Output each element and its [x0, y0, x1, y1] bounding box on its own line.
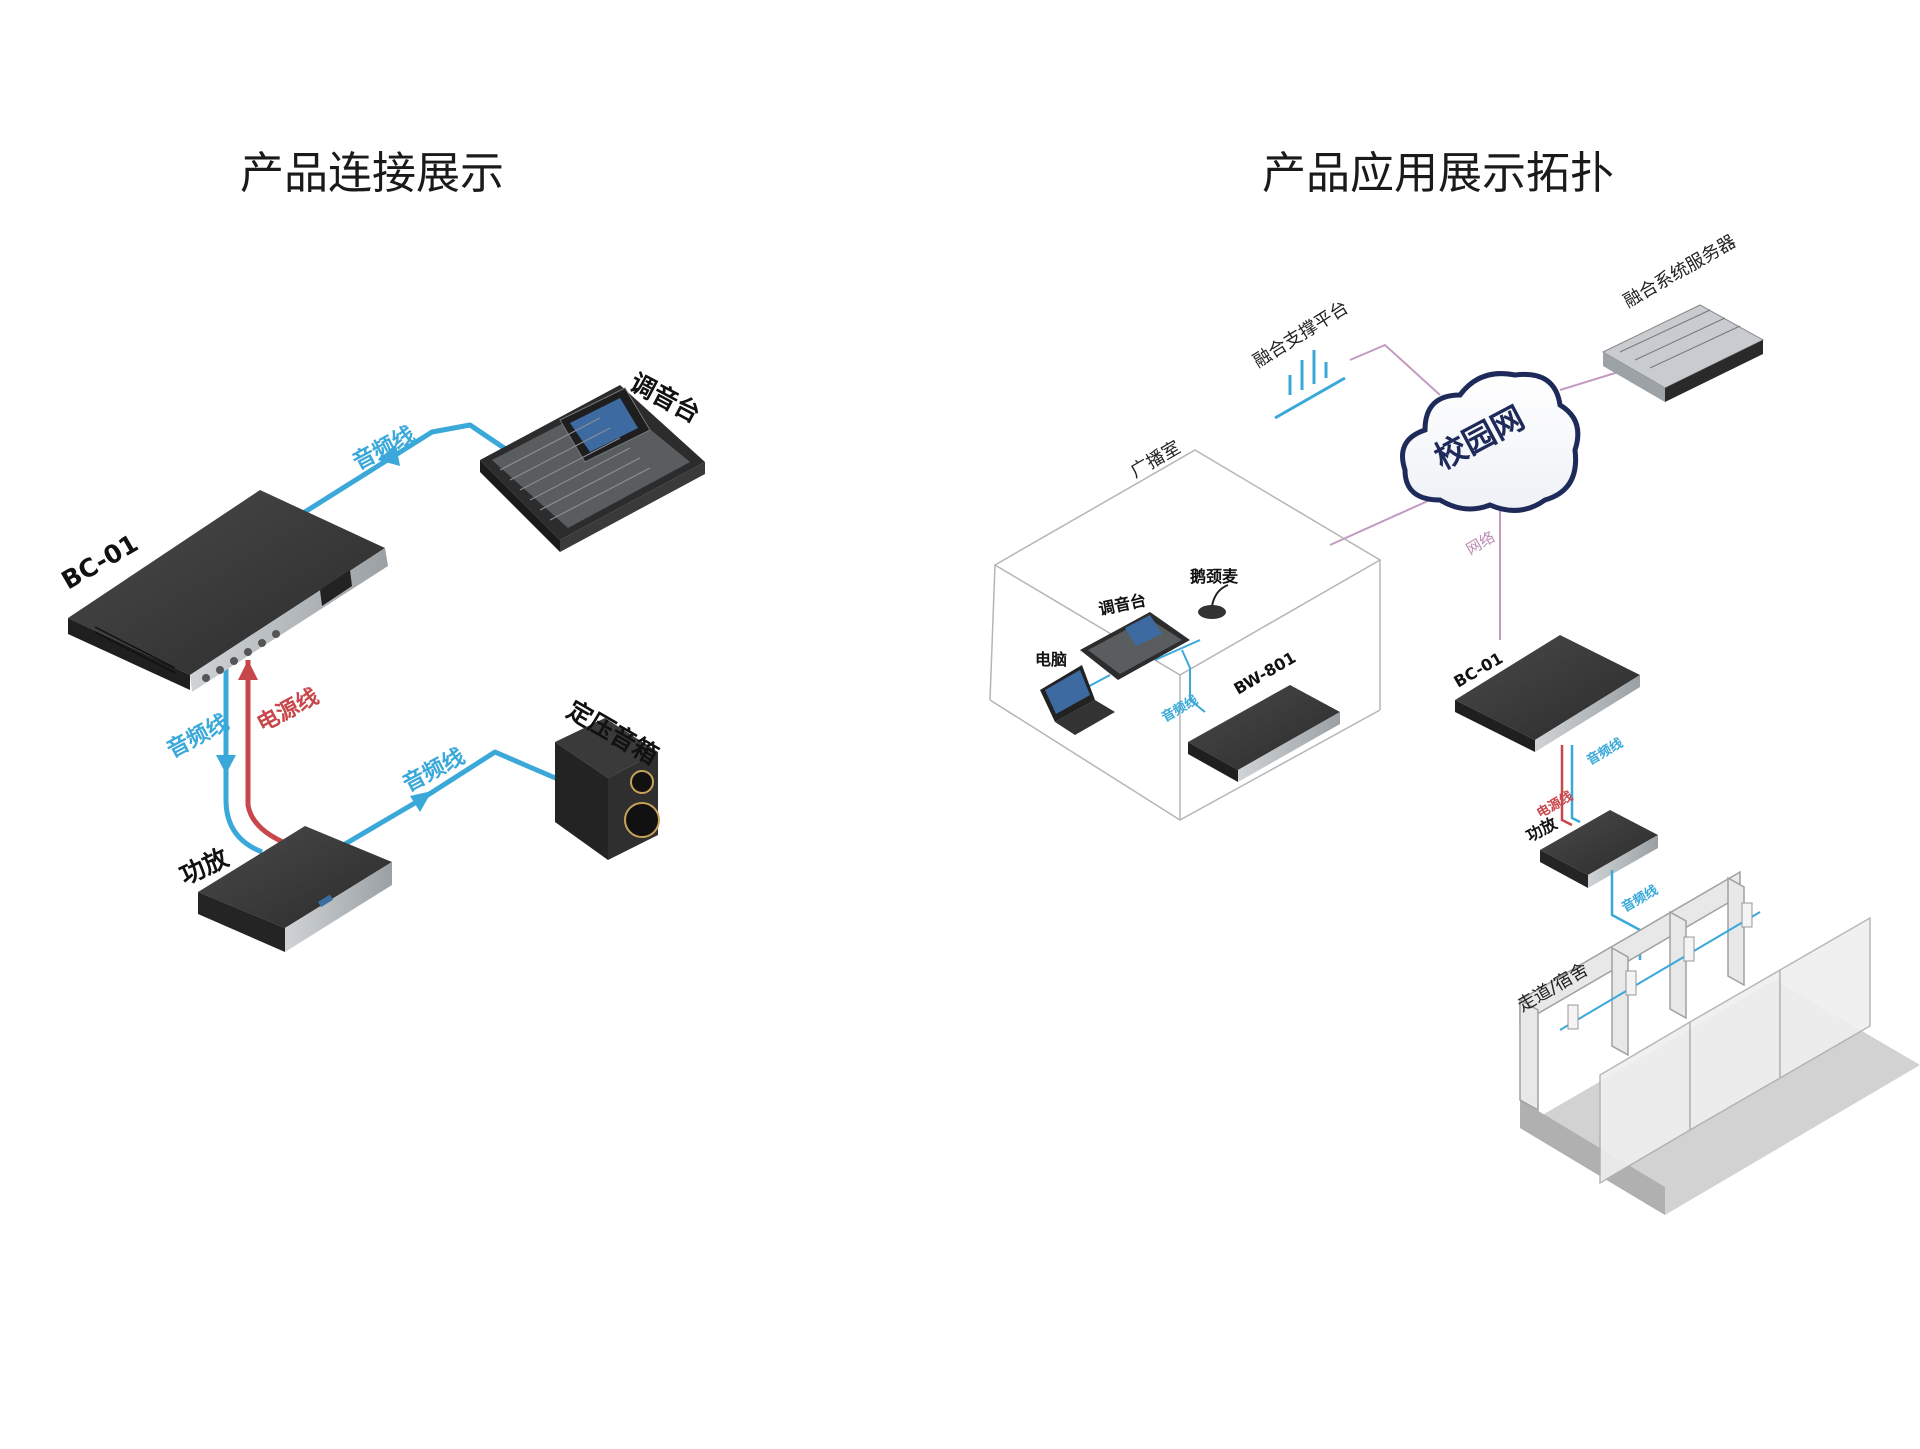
amp-device: 功放 — [175, 826, 392, 952]
power-line — [245, 660, 291, 848]
arrow-up-icon — [238, 660, 258, 680]
computer-device: 电脑 — [1035, 650, 1115, 735]
right-power-line — [1560, 745, 1573, 827]
bc01-right-device: BC-01 — [1451, 635, 1640, 752]
mic-device: 鹅颈麦 — [1190, 567, 1239, 619]
server-label: 融合系统服务器 — [1620, 231, 1740, 312]
bc01-to-amp-audio-line — [223, 660, 263, 855]
right-title: 产品应用展示拓扑 — [1262, 148, 1614, 199]
bc01-device: BC-01 — [57, 490, 388, 692]
mixer-bc01-line-label: 音频线 — [349, 421, 419, 475]
server-device: 融合系统服务器 — [1601, 231, 1765, 402]
room-label: 广播室 — [1127, 437, 1184, 482]
network-label: 网络 — [1463, 528, 1498, 559]
corridor-dorm: 走道/宿舍 — [1514, 870, 1920, 1215]
platform-icon — [1274, 350, 1346, 420]
arrow-mixer-bc01-icon — [378, 444, 400, 466]
power-line-label: 电源线 — [253, 683, 323, 737]
arrow-down-icon — [216, 755, 236, 774]
room-mixer-label: 调音台 — [1097, 590, 1148, 619]
right-power-line-label: 电源线 — [1534, 788, 1576, 821]
left-title: 产品连接展示 — [240, 148, 504, 199]
right-audio-line-2-label: 音频线 — [1619, 882, 1661, 915]
amp-right-label: 功放 — [1523, 813, 1561, 845]
mixer-to-bc01-audio-line — [298, 422, 512, 518]
right-audio-line-1 — [1570, 745, 1581, 824]
mixer-device: 调音台 — [480, 368, 705, 552]
broadcast-room — [989, 449, 1382, 821]
amp-right-device: 功放 — [1523, 810, 1658, 888]
right-audio-line-1-label: 音频线 — [1584, 735, 1626, 768]
arrow-amp-speaker-icon — [410, 791, 432, 812]
speaker-device: 定压音箱 — [555, 695, 663, 860]
room-mixer-device: 调音台 — [1080, 590, 1190, 680]
mic-label: 鹅颈麦 — [1190, 567, 1239, 586]
computer-label: 电脑 — [1035, 650, 1067, 669]
amp-to-speaker-audio-line — [338, 749, 561, 850]
campus-network-cloud: 校园网 — [1400, 371, 1581, 513]
bw801-device: BW-801 — [1188, 648, 1340, 782]
